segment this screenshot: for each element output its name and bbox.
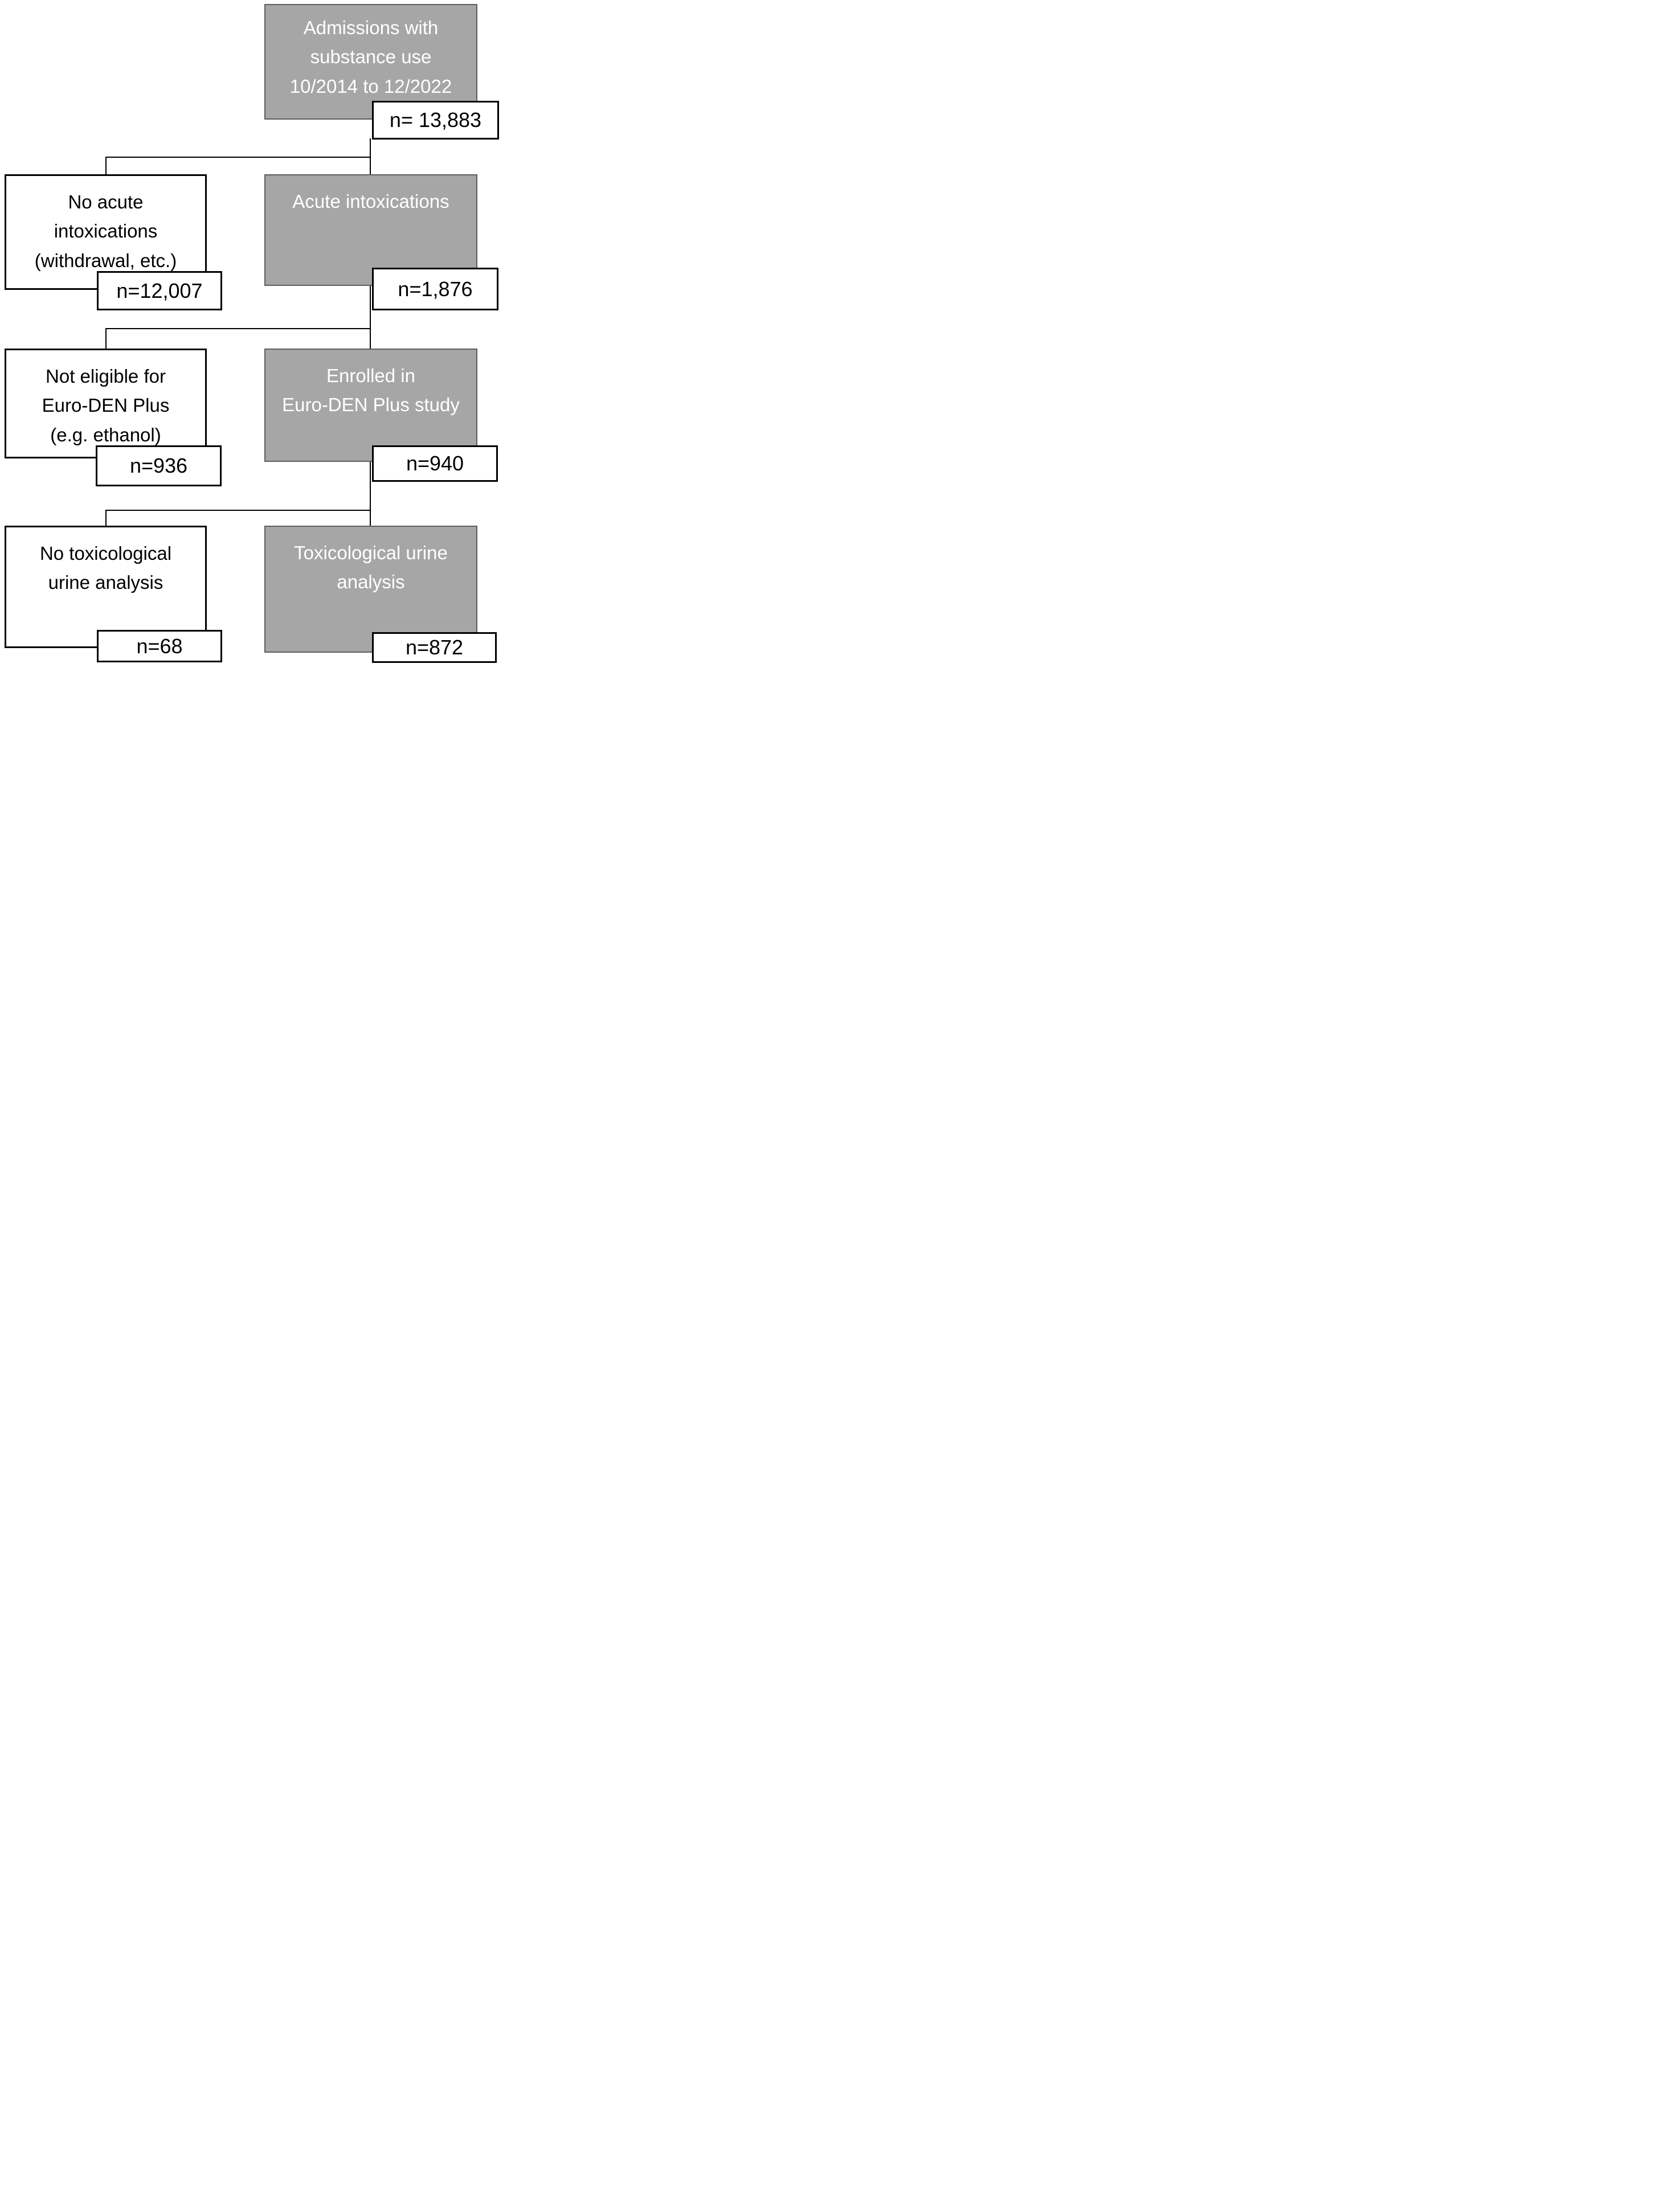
node-admissions-label: Admissions with substance use 10/2014 to…	[265, 5, 476, 101]
node-no-urine-analysis-box: No toxicological urine analysis	[5, 526, 207, 648]
node-not-eligible-line1: Not eligible for	[46, 366, 166, 387]
node-admissions-count: n= 13,883	[389, 108, 482, 132]
node-enrolled-label: Enrolled in Euro-DEN Plus study	[265, 350, 476, 420]
node-no-urine-line1: No toxicological	[39, 543, 172, 564]
node-no-urine-analysis-count-box: n=68	[97, 630, 222, 662]
node-admissions-line3: 10/2014 to 12/2022	[289, 75, 452, 97]
node-not-eligible-label: Not eligible for Euro-DEN Plus (e.g. eth…	[6, 350, 205, 449]
connector-branch-row3-left-vertical	[105, 328, 107, 350]
node-acute-count: n=1,876	[398, 277, 473, 301]
flow-diagram: Admissions with substance use 10/2014 to…	[0, 0, 502, 663]
connector-spine-row2-row3	[370, 285, 371, 350]
node-enrolled-line2: Euro-DEN Plus study	[282, 394, 460, 416]
node-enrolled-count-box: n=940	[372, 445, 498, 482]
connector-branch-row4-horizontal	[105, 510, 371, 511]
node-acute-intoxications-label: Acute intoxications	[265, 175, 476, 216]
connector-spine-row3-row4	[370, 461, 371, 527]
node-urine-analysis-box: Toxicological urine analysis	[264, 526, 477, 653]
node-enrolled-box: Enrolled in Euro-DEN Plus study	[264, 349, 477, 462]
node-not-eligible-line2: Euro-DEN Plus	[42, 395, 170, 416]
node-not-eligible-line3: (e.g. ethanol)	[50, 424, 161, 445]
node-no-acute-count: n=12,007	[116, 278, 203, 302]
connector-branch-row2-left-vertical	[105, 157, 107, 175]
node-no-urine-analysis-label: No toxicological urine analysis	[6, 527, 205, 597]
node-no-acute-line1: No acute	[68, 191, 144, 212]
node-not-eligible-box: Not eligible for Euro-DEN Plus (e.g. eth…	[5, 349, 207, 458]
node-urine-analysis-count-box: n=872	[372, 632, 497, 663]
node-acute-intoxications-box: Acute intoxications	[264, 174, 477, 286]
node-acute-line1: Acute intoxications	[292, 191, 449, 212]
node-urine-line2: analysis	[337, 571, 405, 593]
node-urine-count: n=872	[405, 636, 464, 659]
node-not-eligible-count: n=936	[129, 454, 188, 477]
connector-branch-row4-left-vertical	[105, 510, 107, 527]
node-admissions-count-box: n= 13,883	[372, 101, 499, 140]
node-no-urine-count: n=68	[136, 634, 183, 658]
node-enrolled-count: n=940	[406, 452, 464, 475]
node-admissions-line2: substance use	[310, 46, 432, 68]
connector-branch-row2-horizontal	[105, 157, 371, 158]
node-no-acute-intoxications-count-box: n=12,007	[97, 271, 222, 310]
node-admissions-box: Admissions with substance use 10/2014 to…	[264, 4, 477, 120]
node-admissions-line1: Admissions with	[303, 17, 439, 38]
node-urine-line1: Toxicological urine	[294, 542, 448, 563]
node-not-eligible-count-box: n=936	[96, 445, 222, 486]
node-no-urine-line2: urine analysis	[48, 572, 163, 593]
node-no-acute-intoxications-label: No acute intoxications (withdrawal, etc.…	[6, 176, 205, 275]
connector-branch-row3-horizontal	[105, 328, 371, 329]
node-enrolled-line1: Enrolled in	[326, 365, 415, 386]
node-no-acute-line2: intoxications	[54, 220, 158, 242]
node-no-acute-line3: (withdrawal, etc.)	[34, 249, 177, 271]
node-urine-analysis-label: Toxicological urine analysis	[265, 527, 476, 597]
node-acute-intoxications-count-box: n=1,876	[372, 268, 498, 310]
